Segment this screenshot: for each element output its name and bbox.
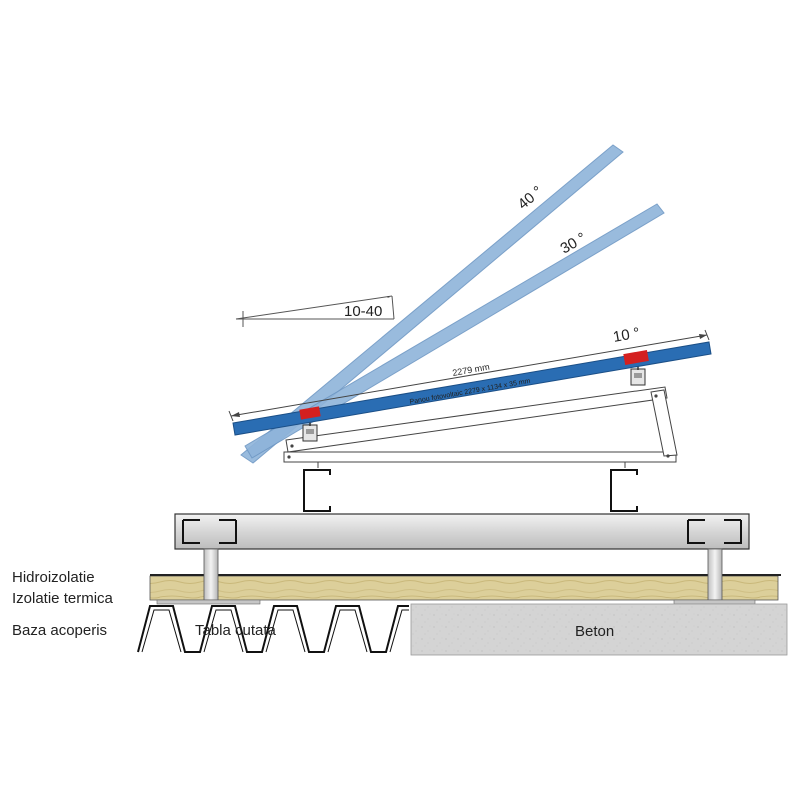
label-baza-acoperis: Baza acoperis xyxy=(12,622,107,639)
panel-10-degrees xyxy=(232,341,712,436)
label-tabla-cutata: Tabla cutata xyxy=(195,622,277,639)
angle-10-label: 10 ° xyxy=(612,325,641,346)
corrugated-sheet xyxy=(137,605,409,653)
angle-range-indicator: 10-40 ° xyxy=(235,295,395,327)
horizontal-beam xyxy=(174,513,750,550)
svg-text:°: ° xyxy=(387,295,390,303)
right-post xyxy=(673,548,756,605)
right-red-clamp xyxy=(623,349,649,365)
angle-range-label: 10-40 xyxy=(344,303,382,320)
dimension-line xyxy=(228,329,710,422)
left-clamp-bracket xyxy=(302,420,318,442)
mounting-frame xyxy=(283,386,678,468)
concrete-slab xyxy=(410,603,788,656)
left-red-clamp xyxy=(299,406,321,420)
left-c-profile xyxy=(303,469,331,512)
label-hidroizolatie: Hidroizolatie xyxy=(12,569,95,586)
label-beton: Beton xyxy=(575,623,614,640)
left-post xyxy=(156,548,261,605)
panel-40-degrees xyxy=(240,144,624,464)
panel-30-degrees xyxy=(244,203,665,459)
right-c-profile xyxy=(610,469,638,512)
label-izolatie-termica: Izolatie termica xyxy=(12,590,114,607)
insulation-layer xyxy=(149,574,781,601)
